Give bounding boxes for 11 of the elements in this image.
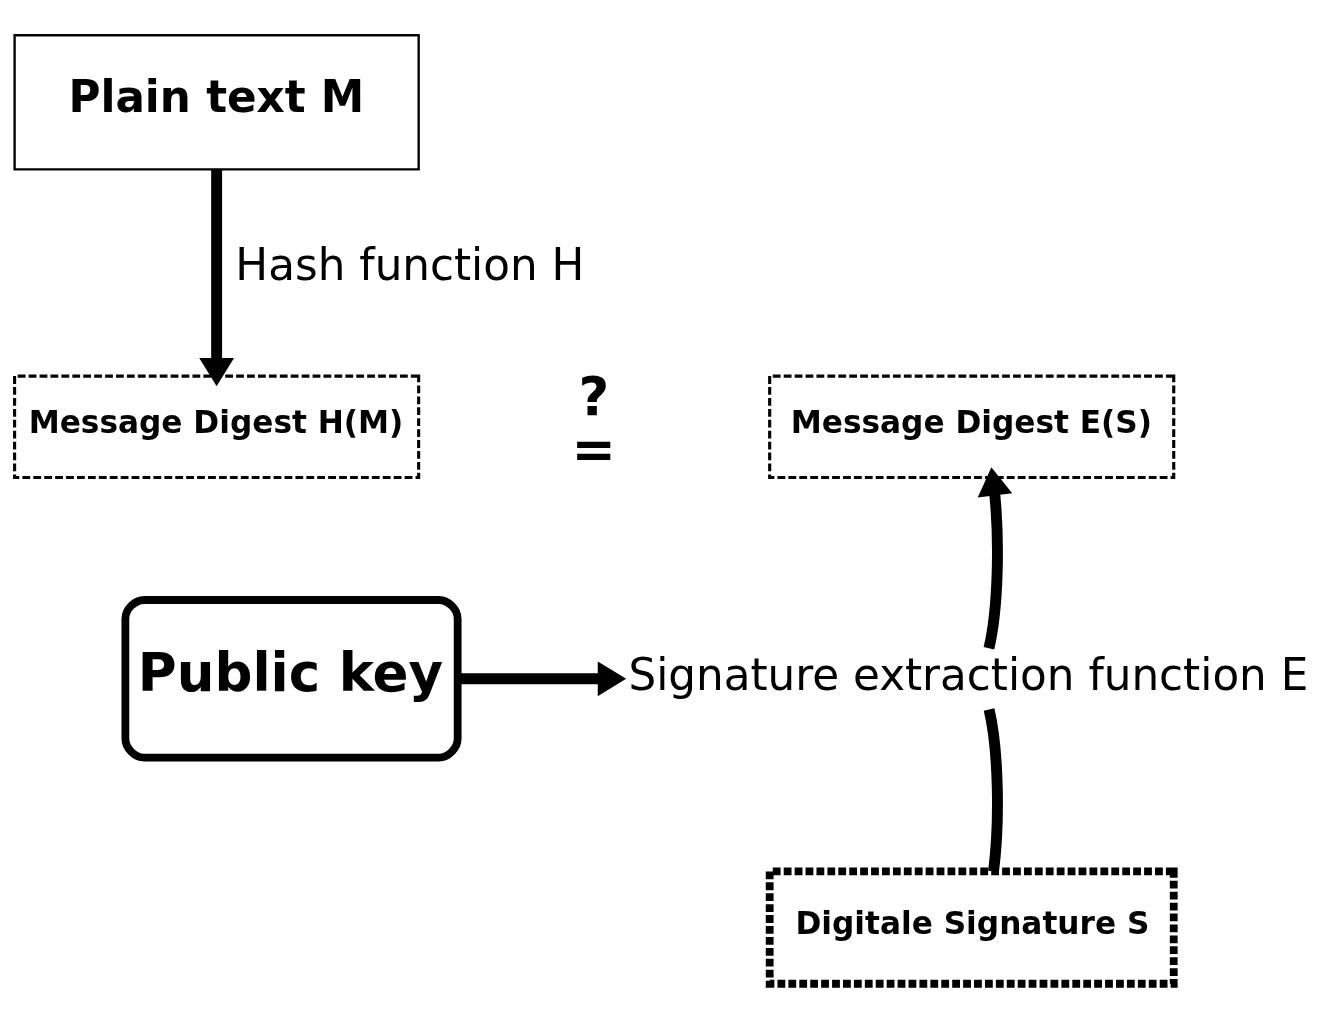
node-box: Public key (121, 596, 462, 762)
connector (983, 708, 1003, 872)
arrow (458, 661, 627, 697)
node-text: Signature extraction function E (628, 648, 1309, 700)
arrow (977, 467, 1013, 650)
edge-label: Hash function H (235, 239, 585, 291)
node-box: Plain text M (13, 34, 420, 171)
node-box: Message Digest H(M) (13, 374, 421, 480)
node-box: Digitale Signature S (765, 867, 1178, 988)
node-box: Message Digest E(S) (768, 374, 1176, 480)
arrow (199, 169, 235, 387)
